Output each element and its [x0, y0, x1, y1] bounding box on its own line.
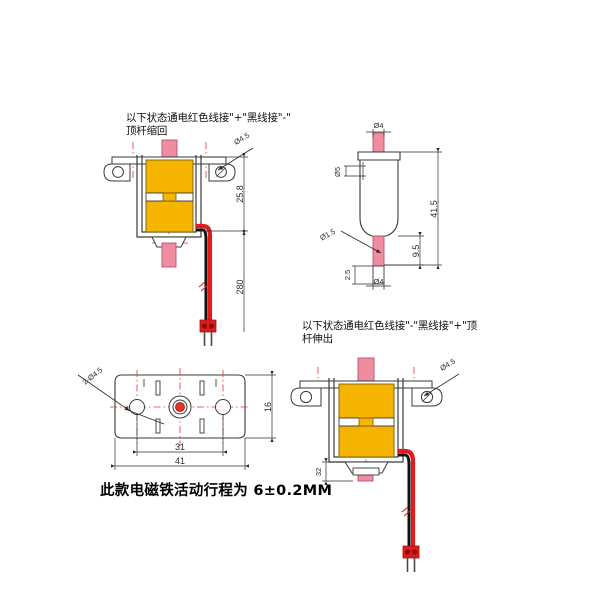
note-top: 以下状态通电红色线接"+"黑线接"-" 顶杆缩回	[126, 112, 291, 137]
footer-stroke-note: 此款电磁铁活动行程为 6±0.2MM	[100, 483, 333, 499]
side-top-shaft	[372, 132, 385, 153]
dim-2-5	[352, 265, 373, 285]
dim-25-8	[201, 152, 248, 236]
coil-body-2	[338, 383, 395, 458]
plate-hole-left	[129, 399, 145, 415]
dim-label-2-d45: 2-Ø4.5	[81, 365, 105, 386]
dim-label-side-d4-top: Ø4	[373, 121, 383, 130]
note-bottom: 以下状态通电红色线接"-"黑线接"+"顶 杆伸出	[302, 320, 477, 345]
dim-label-25-8: 25.8	[235, 185, 245, 203]
dim-41	[110, 438, 250, 470]
plate-center-bore-inner	[175, 402, 185, 412]
side-lower-shaft	[372, 235, 385, 267]
dim-label-side-d5: Ø5	[333, 167, 342, 177]
plunger-retracted-bottom	[344, 461, 389, 482]
dim-label-side-d4-bottom: Ø4	[373, 277, 383, 286]
dim-label-31: 31	[175, 442, 185, 452]
dim-label-2-5: 2.5	[343, 270, 352, 280]
plunger-bottom	[151, 236, 187, 268]
plate-slots	[143, 379, 217, 434]
dim-label-41: 41	[175, 456, 185, 466]
side-body	[357, 151, 401, 237]
dim-31	[132, 415, 228, 456]
plunger-top	[161, 139, 178, 158]
coil-body	[145, 159, 194, 233]
view-front-retracted: Ø4.5 25.8 280	[103, 131, 254, 346]
view-front-extended: 32 Ø4.5	[290, 357, 460, 572]
dim-label-280: 280	[235, 279, 245, 294]
dim-side-bottom-d4	[366, 282, 391, 290]
mounting-bracket-2	[290, 380, 443, 407]
wire-connector-2	[402, 545, 420, 572]
lead-wires-2	[398, 448, 416, 548]
view-plate: 2-Ø4.5 16 31 41	[77, 365, 276, 470]
dim-side-top-d4	[366, 129, 391, 137]
view-side: Ø4 Ø5 Ø1.5	[318, 121, 442, 290]
side-pin	[372, 265, 385, 285]
dim-label-9-5: 9.5	[411, 245, 421, 258]
dim-label-41-5: 41.5	[429, 200, 439, 218]
dim-label-32: 32	[314, 468, 323, 476]
dim-side-d5	[344, 162, 366, 180]
dim-32	[322, 457, 353, 486]
plate-hole-right	[215, 399, 231, 415]
dim-16	[245, 370, 276, 443]
wire-connector	[199, 319, 217, 346]
dim-9-5	[384, 231, 424, 270]
dim-label-16: 16	[263, 402, 273, 412]
dim-label-hole-d45-2: Ø4.5	[438, 357, 457, 373]
dim-label-d15: Ø1.5	[318, 227, 337, 243]
lead-wires	[196, 223, 213, 322]
